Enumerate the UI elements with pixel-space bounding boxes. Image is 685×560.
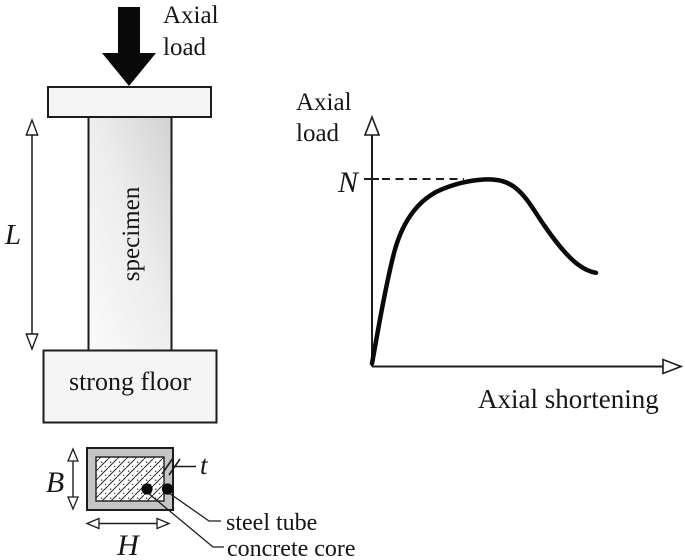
b-dim-label: B [46, 466, 64, 499]
length-dimension-arrow [25, 118, 39, 351]
strong-floor-block [42, 349, 218, 424]
graph-xlabel: Axial shortening [478, 384, 659, 414]
top-loading-plate [47, 86, 212, 118]
b-dimension-arrow [67, 447, 79, 511]
concrete-hatch-pattern [96, 457, 164, 501]
concrete-core-label: concrete core [227, 536, 356, 560]
load-shortening-curve [369, 177, 599, 366]
axial-load-label-line1: Axial [163, 2, 219, 29]
graph-y-axis [363, 114, 381, 367]
specimen-label: specimen [118, 186, 145, 281]
strong-floor-label: strong floor [69, 367, 191, 396]
steel-tube-label: steel tube [226, 510, 317, 536]
h-dimension-arrow [85, 517, 171, 530]
specimen-column [87, 116, 173, 352]
h-dim-label: H [116, 529, 141, 560]
graph-ylabel-line1: Axial [296, 89, 352, 116]
axial-load-arrow-icon [102, 7, 156, 86]
steel-tube-marker-dot [161, 483, 174, 495]
length-dim-label: L [4, 219, 21, 251]
graph-ylabel-line2: load [296, 120, 340, 147]
thickness-label: t [200, 450, 209, 480]
concrete-core-marker-dot [141, 483, 153, 495]
concrete-core-leader-line [147, 492, 224, 548]
graph-x-axis [372, 358, 684, 375]
graph-peak-label: N [337, 166, 360, 199]
axial-load-label-line2: load [163, 34, 207, 61]
steel-tube-leader-line [168, 492, 221, 522]
